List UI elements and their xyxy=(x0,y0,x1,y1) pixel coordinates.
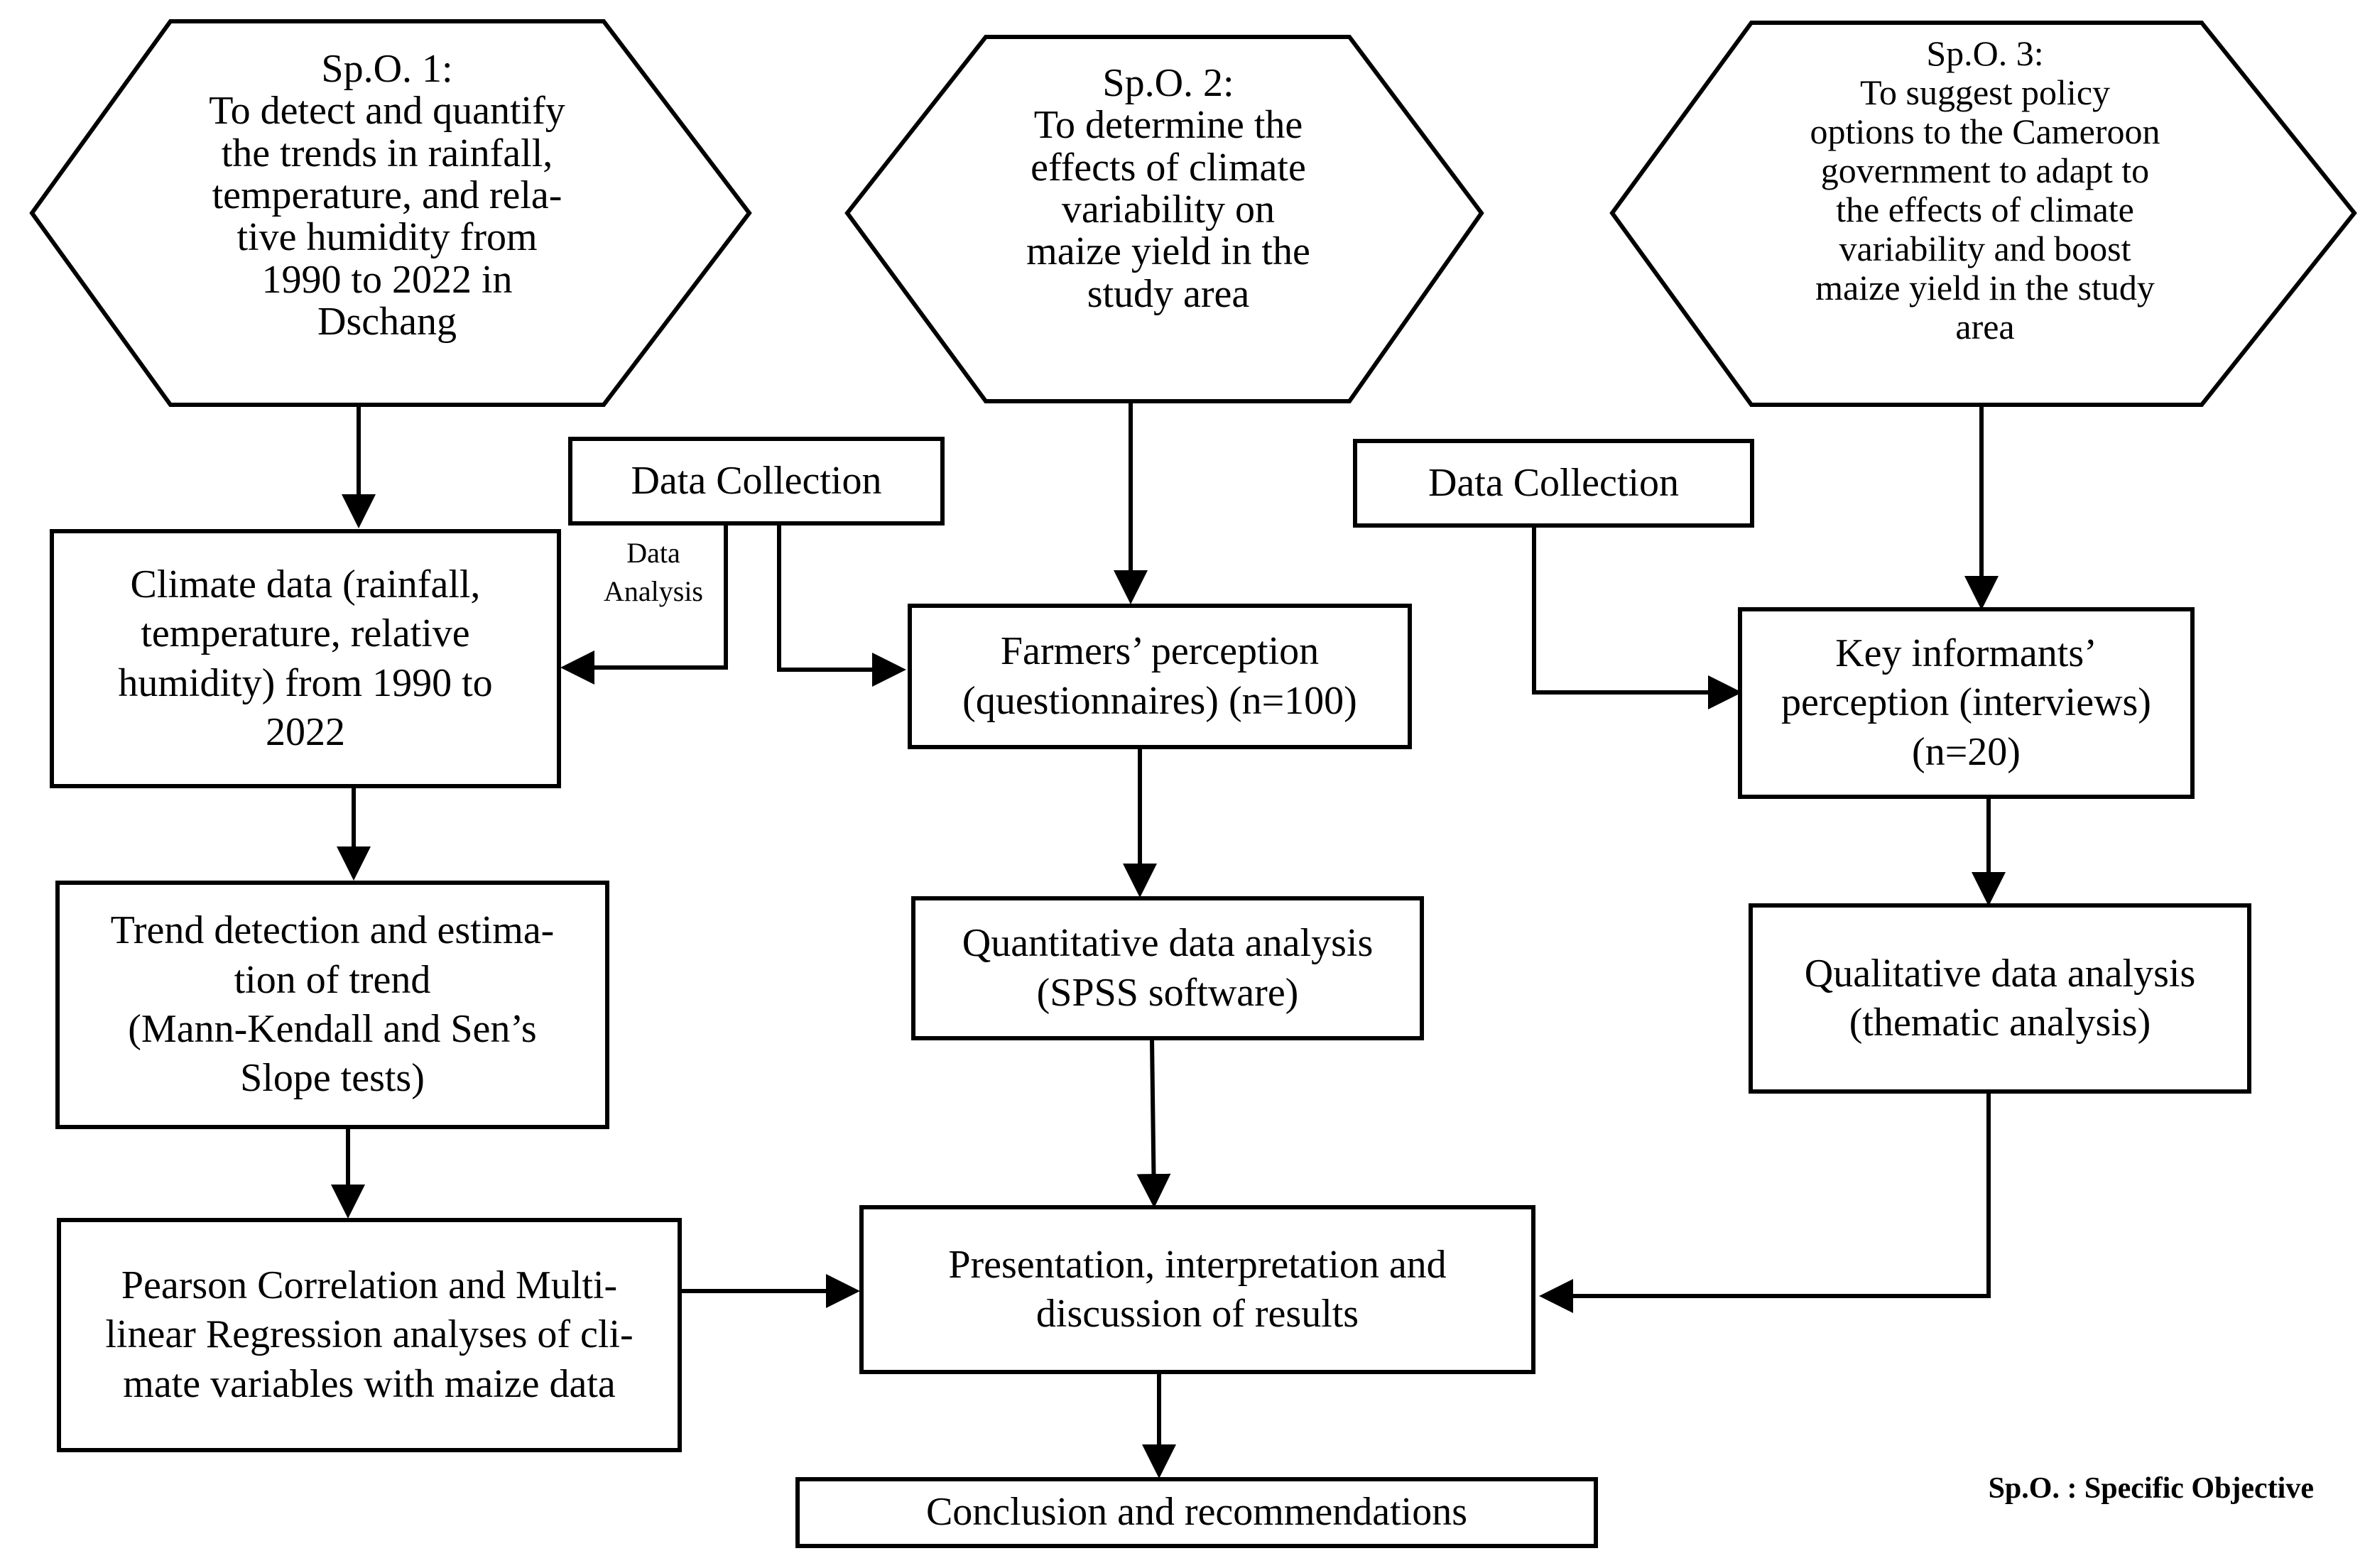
qualitative-analysis-label: Qualitative data analysis (thematic anal… xyxy=(1804,951,2196,1045)
pearson-regression-label: Pearson Correlation and Multi- linear Re… xyxy=(105,1263,634,1406)
objective-1: Sp.O. 1: To detect and quantify the tren… xyxy=(99,48,675,344)
quantitative-analysis-label: Quantitative data analysis (SPSS softwar… xyxy=(962,921,1374,1015)
farmers-perception-label: Farmers’ perception (questionnaires) (n=… xyxy=(962,629,1357,723)
data-analysis-label: Data Analysis xyxy=(604,537,703,607)
objective-1-text: To detect and quantify the trends in rai… xyxy=(209,89,565,344)
trend-detection-box: Trend detection and estima- tion of tren… xyxy=(55,881,609,1129)
climate-data-box: Climate data (rainfall, temperature, rel… xyxy=(50,529,561,788)
qualitative-analysis-box: Qualitative data analysis (thematic anal… xyxy=(1749,903,2251,1094)
objective-3-hexagon xyxy=(1609,21,2357,407)
conclusion-label: Conclusion and recommendations xyxy=(925,1490,1468,1535)
objective-2-title: Sp.O. 2: xyxy=(1102,61,1234,105)
data-collection-box-1: Data Collection xyxy=(568,437,945,526)
data-collection-box-2: Data Collection xyxy=(1353,439,1754,528)
climate-data-label: Climate data (rainfall, temperature, rel… xyxy=(118,562,493,754)
data-analysis-annotation: Data Analysis xyxy=(582,534,724,611)
objective-1-title: Sp.O. 1: xyxy=(321,47,453,91)
legend-note: Sp.O. : Specific Objective xyxy=(1988,1472,2314,1505)
key-informants-box: Key informants’ perception (interviews) … xyxy=(1738,607,2195,799)
pearson-regression-box: Pearson Correlation and Multi- linear Re… xyxy=(57,1218,682,1452)
presentation-label: Presentation, interpretation and discuss… xyxy=(948,1242,1447,1336)
arrow-dc2-to-key-informants xyxy=(1532,526,1742,709)
objective-2: Sp.O. 2: To determine the effects of cli… xyxy=(888,62,1449,315)
objective-1-hexagon xyxy=(29,19,752,407)
trend-detection-label: Trend detection and estima- tion of tren… xyxy=(110,908,555,1101)
arrow-dc1-to-climate xyxy=(560,526,728,685)
arrow-quant-to-presentation xyxy=(1136,1040,1171,1208)
objective-3-text: To suggest policy options to the Cameroo… xyxy=(1810,72,2160,347)
presentation-box: Presentation, interpretation and discuss… xyxy=(859,1205,1535,1374)
key-informants-label: Key informants’ perception (interviews) … xyxy=(1781,631,2151,774)
data-collection-label-1: Data Collection xyxy=(631,458,882,503)
quantitative-analysis-box: Quantitative data analysis (SPSS softwar… xyxy=(911,896,1424,1040)
data-collection-label-2: Data Collection xyxy=(1428,460,1679,505)
farmers-perception-box: Farmers’ perception (questionnaires) (n=… xyxy=(908,604,1412,749)
objective-3-title: Sp.O. 3: xyxy=(1926,33,2044,73)
conclusion-box: Conclusion and recommendations xyxy=(795,1477,1598,1548)
arrow-dc1-to-farmers xyxy=(777,526,906,687)
objective-2-hexagon xyxy=(844,35,1484,403)
objective-2-text: To determine the effects of climate vari… xyxy=(1026,103,1310,316)
objective-3: Sp.O. 3: To suggest policy options to th… xyxy=(1690,34,2280,347)
arrow-qualitative-to-presentation xyxy=(1539,1094,1991,1313)
